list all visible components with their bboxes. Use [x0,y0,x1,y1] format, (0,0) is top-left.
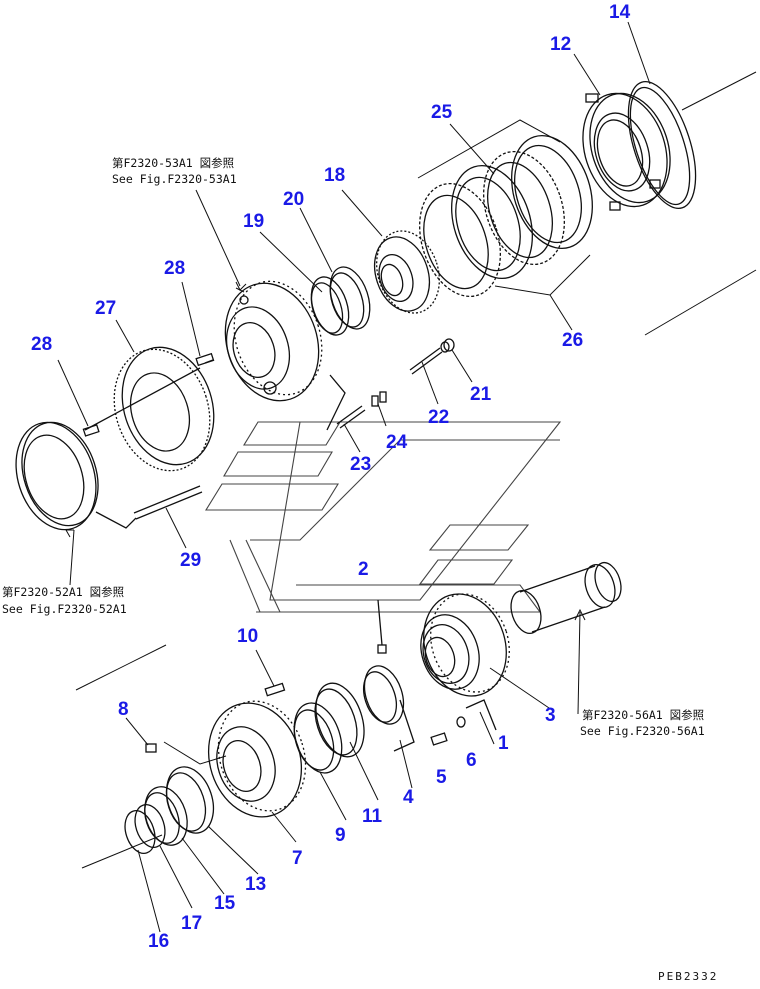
callout-28-left: 28 [31,334,53,355]
callout-24: 24 [386,432,408,453]
leader-lines [57,21,651,933]
ref-53a1-en: See Fig.F2320-53A1 [112,172,237,186]
rings-4-9-11 [293,665,415,774]
callout-19: 19 [243,211,265,232]
bracket-frame-top [644,71,757,336]
callout-3: 3 [545,705,556,726]
callout-11: 11 [362,806,383,827]
small-parts-1-2-5-6 [377,599,497,746]
ref-53a1-jp: 第F2320-53A1 図参照 [112,156,235,170]
callout-5: 5 [436,767,447,788]
callout-18: 18 [324,165,346,186]
plate-27 [84,346,215,472]
bracket-26 [417,119,591,331]
callout-22: 22 [428,407,450,428]
shaft-56a1 [510,561,622,635]
callout-9: 9 [335,825,346,846]
callout-28-top: 28 [164,258,186,279]
callout-15: 15 [214,893,236,914]
callout-13: 13 [245,874,267,895]
callout-23: 23 [350,454,372,475]
ref-56a1-jp: 第F2320-56A1 図参照 [582,708,705,722]
callout-1: 1 [498,733,509,754]
carrier-housing [224,280,323,402]
callout-4: 4 [403,787,414,808]
callout-16: 16 [148,931,170,952]
plate-12 [582,92,671,211]
rod-29 [95,485,203,529]
rings-13-15-16-17 [124,766,215,855]
cover-52a1 [15,421,99,531]
callout-29: 29 [180,550,202,571]
callout-21: 21 [470,384,492,405]
ref-52a1-en: See Fig.F2320-52A1 [2,602,127,616]
ref-56a1-en: See Fig.F2320-56A1 [580,724,705,738]
callout-10: 10 [237,626,259,647]
pins-21-24 [326,338,455,431]
callout-12: 12 [550,34,572,55]
callout-20: 20 [283,189,305,210]
callout-14: 14 [609,2,631,23]
housing-3 [420,593,510,697]
callout-26: 26 [562,330,584,351]
watermark-logo [205,421,562,613]
snap-ring-14 [627,80,697,210]
callout-2: 2 [358,559,369,580]
rings-19-20 [310,266,371,336]
bracket-frame-bottom [75,644,227,869]
callout-17: 17 [181,913,203,934]
callout-8: 8 [118,699,129,720]
clutch-hub-18 [373,230,440,314]
callout-7: 7 [292,848,303,869]
small-parts-8-10 [145,682,286,753]
drawing-code: PEB2332 [658,970,719,983]
callout-25: 25 [431,102,453,123]
callout-6: 6 [466,750,477,771]
clutch-pack-25-26 [419,134,593,298]
ref-52a1-jp: 第F2320-52A1 図参照 [2,585,125,599]
pins-28 [82,352,215,437]
callout-27: 27 [95,298,117,319]
carrier-7 [207,700,307,818]
